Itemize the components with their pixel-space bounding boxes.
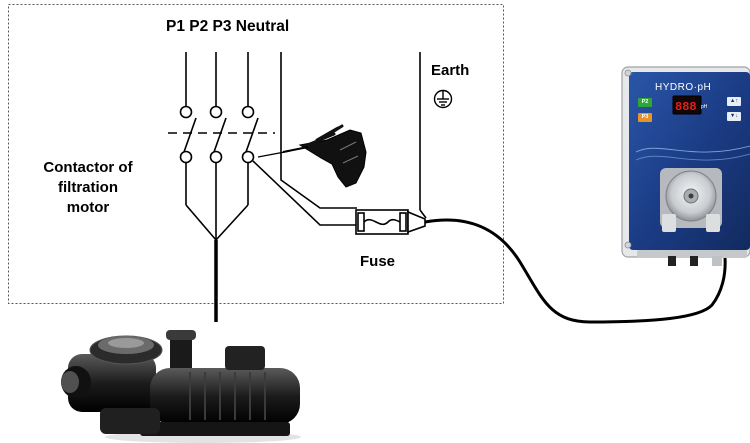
contactor-upper-contacts bbox=[179, 105, 255, 119]
earth-label: Earth bbox=[431, 62, 470, 79]
panel-dotted-border bbox=[8, 4, 504, 304]
contactor-label-line3: motor bbox=[66, 199, 110, 216]
device-ph-unit: pH bbox=[701, 104, 708, 110]
contactor-label-line2: filtration bbox=[58, 179, 118, 196]
earth-to-plug-line bbox=[419, 209, 427, 219]
ph-display bbox=[672, 95, 702, 115]
fuse-label: Fuse bbox=[360, 253, 396, 270]
contactor-blades bbox=[183, 117, 259, 153]
hydro-ph-device: 888 bbox=[621, 66, 750, 266]
p3-tap-line bbox=[252, 160, 357, 226]
motor-feed-lines bbox=[185, 163, 249, 241]
device-button-up: ▲↑ bbox=[727, 97, 741, 106]
neutral-line bbox=[280, 52, 357, 209]
filtration-pump bbox=[61, 330, 301, 443]
device-brand-logo: HYDRO·pH bbox=[655, 82, 712, 93]
phase-conductors bbox=[185, 52, 249, 106]
power-cable bbox=[424, 218, 727, 324]
hand-icon bbox=[257, 124, 367, 188]
fuse-icon bbox=[355, 209, 409, 235]
device-button-p3: P3 bbox=[638, 113, 652, 122]
earth-symbol-icon bbox=[433, 89, 453, 109]
device-button-p2: P2 bbox=[638, 98, 652, 107]
svg-text:888: 888 bbox=[675, 100, 697, 114]
phase-labels: P1 P2 P3 Neutral bbox=[166, 18, 290, 35]
plug-connector bbox=[407, 210, 426, 234]
contactor-lower-contacts bbox=[179, 150, 255, 164]
device-button-down: ▼↓ bbox=[727, 112, 741, 121]
contactor-label: Contactor of filtration motor bbox=[18, 158, 158, 218]
contactor-label-line1: Contactor of bbox=[43, 159, 133, 176]
